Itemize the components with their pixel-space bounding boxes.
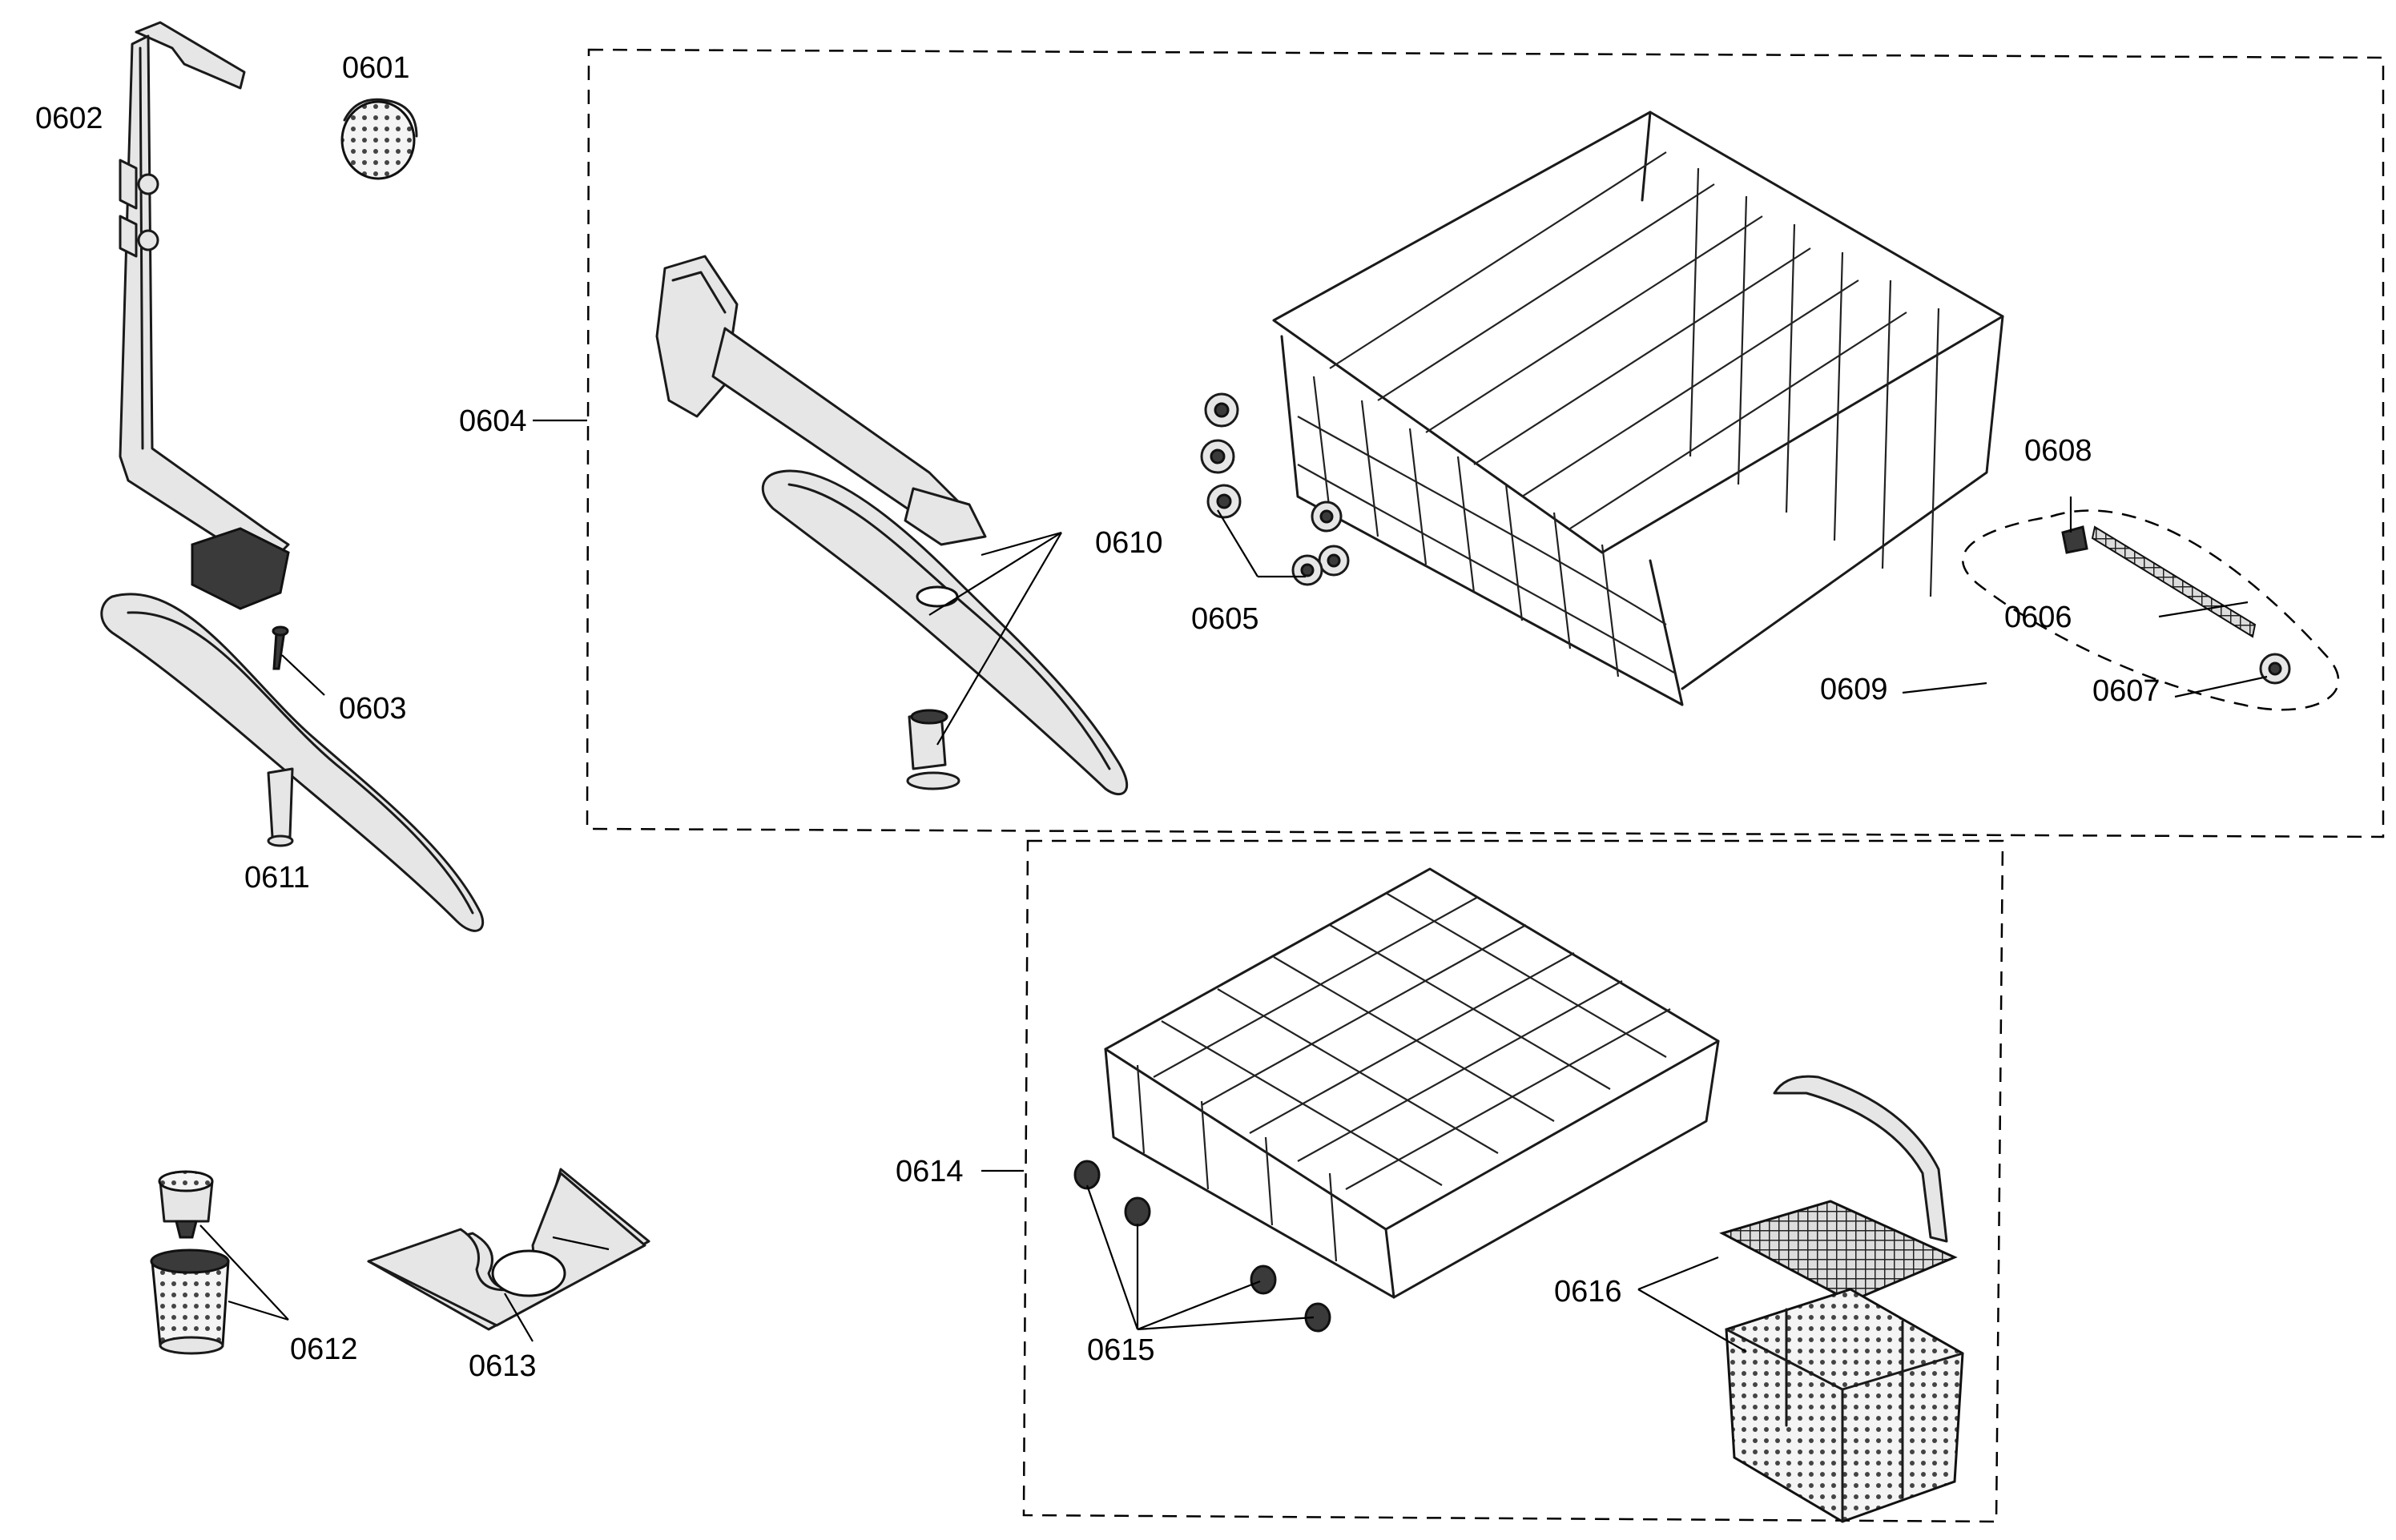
lower-dish-rack: [1104, 867, 1720, 1299]
lower-rack-group-outline: [1022, 839, 2004, 1523]
upper-spray-arm-0604: [655, 255, 1129, 796]
part-labels: 0601 0602 0603 0604 0605 0606 0607 0608 …: [35, 51, 2160, 1383]
spray-nozzle-0601: [340, 98, 418, 180]
label-0615: 0615: [1087, 1333, 1155, 1367]
upper-dish-rack: [1272, 111, 2004, 706]
label-0614: 0614: [896, 1155, 964, 1188]
label-0601: 0601: [342, 51, 410, 85]
rack-rollers-0605: [1200, 392, 1350, 586]
rack-adjuster-group-outline: [1961, 509, 2340, 711]
label-0613: 0613: [469, 1349, 537, 1383]
label-0609: 0609: [1820, 673, 1888, 706]
label-0611: 0611: [244, 861, 310, 895]
label-0604: 0604: [459, 404, 527, 438]
label-0608: 0608: [2024, 434, 2092, 468]
cutlery-basket-0616: [1719, 1075, 1964, 1523]
spray-pipe-0602: [119, 21, 290, 610]
label-0612: 0612: [290, 1333, 358, 1366]
screw-0603: [272, 625, 289, 670]
label-0606: 0606: [2004, 601, 2072, 634]
leader-lines: [199, 419, 2268, 1353]
label-0616: 0616: [1554, 1275, 1622, 1309]
filter-assembly-0612: [150, 1170, 230, 1355]
label-0602: 0602: [35, 102, 103, 135]
rack-adjuster-parts: [2061, 525, 2291, 685]
lower-spray-arm-0611: [100, 593, 485, 932]
rack-wheels-0615: [1073, 1160, 1331, 1333]
label-0603: 0603: [339, 692, 407, 726]
label-0607: 0607: [2092, 674, 2160, 708]
upper-rack-group-outline: [586, 48, 2385, 838]
cover-plate-0613: [367, 1168, 650, 1331]
label-0610: 0610: [1095, 526, 1163, 560]
label-0605: 0605: [1191, 602, 1259, 636]
